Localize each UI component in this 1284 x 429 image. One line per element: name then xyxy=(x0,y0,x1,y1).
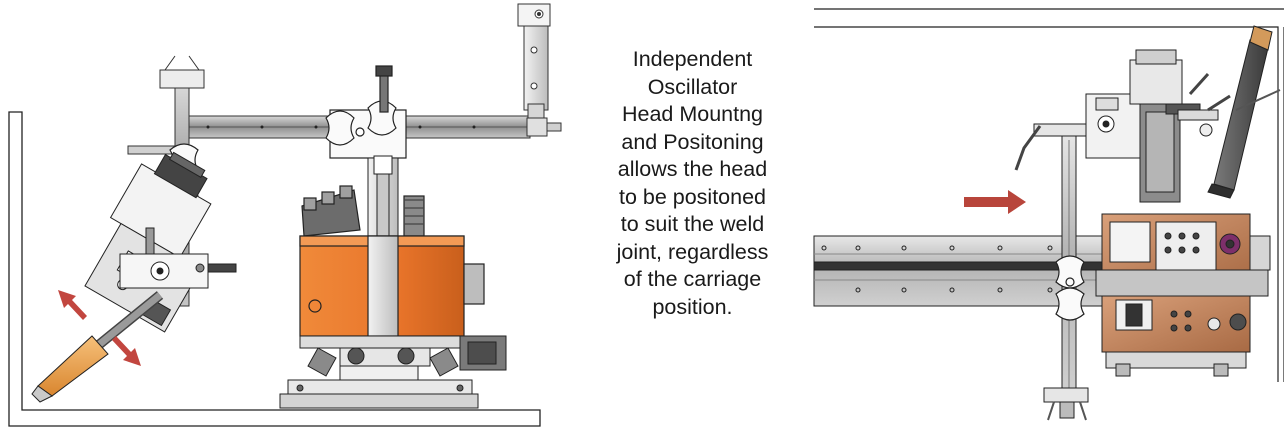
left-carriage-illustration xyxy=(8,3,562,427)
caption-line: Oscillator xyxy=(647,74,738,99)
caption-line: joint, regardless xyxy=(616,239,769,264)
star-knobs xyxy=(1055,255,1085,321)
carriage-body xyxy=(1095,213,1271,377)
lower-clamp xyxy=(1043,387,1089,421)
oscillator-head xyxy=(84,151,212,333)
weld-joint-frame xyxy=(8,111,541,427)
upper-clamp xyxy=(517,3,551,119)
caption-line: allows the head xyxy=(617,157,768,181)
right-carriage-illustration xyxy=(813,8,1284,421)
caption-line: position. xyxy=(652,294,733,319)
oscillator-head xyxy=(1085,49,1231,203)
double-direction-arrow-icon xyxy=(58,290,141,366)
caption-line: to suit the weld xyxy=(620,212,765,236)
welding-torch xyxy=(31,291,164,403)
torch-mast xyxy=(1014,123,1097,401)
welding-torch xyxy=(1207,25,1281,199)
caption-line: Independent xyxy=(632,47,753,71)
caption-line: to be positoned xyxy=(618,184,767,209)
connector-block xyxy=(325,65,407,159)
carriage-body xyxy=(299,185,485,337)
drive-assembly xyxy=(279,335,507,409)
caption-text: Independent Oscillator Head Mountng and … xyxy=(590,46,795,321)
right-arrow-icon xyxy=(964,190,1026,214)
workpiece-frame xyxy=(814,8,1284,382)
caption-line: and Positoning xyxy=(621,129,764,154)
caption-line: Head Mountng xyxy=(621,102,764,126)
slide-clamp xyxy=(119,227,237,289)
caption-line: of the carriage xyxy=(623,267,762,291)
